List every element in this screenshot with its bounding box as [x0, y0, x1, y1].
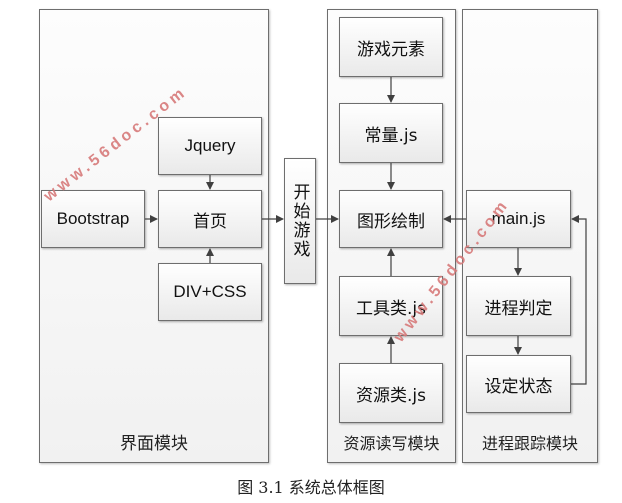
node-start-game: 开始游戏	[284, 158, 316, 284]
node-progress-judge: 进程判定	[466, 276, 571, 336]
node-main-js: main.js	[466, 190, 571, 248]
node-divcss: DIV+CSS	[158, 263, 262, 321]
node-resources-js: 资源类.js	[339, 363, 443, 423]
edge-setstate-main	[571, 215, 587, 385]
node-constants-js: 常量.js	[339, 103, 443, 163]
node-tools-js: 工具类.js	[339, 276, 443, 336]
node-graphics-draw: 图形绘制	[339, 190, 443, 248]
node-bootstrap: Bootstrap	[41, 190, 145, 248]
node-set-state: 设定状态	[466, 355, 571, 413]
module-resource-label: 资源读写模块	[343, 434, 440, 453]
node-game-elements: 游戏元素	[339, 17, 443, 77]
module-progress-label: 进程跟踪模块	[481, 434, 578, 453]
module-ui-label: 界面模块	[120, 434, 188, 454]
node-homepage: 首页	[158, 190, 262, 248]
node-jquery: Jquery	[158, 117, 262, 175]
figure-caption: 图 3.1 系统总体框图	[237, 478, 385, 497]
